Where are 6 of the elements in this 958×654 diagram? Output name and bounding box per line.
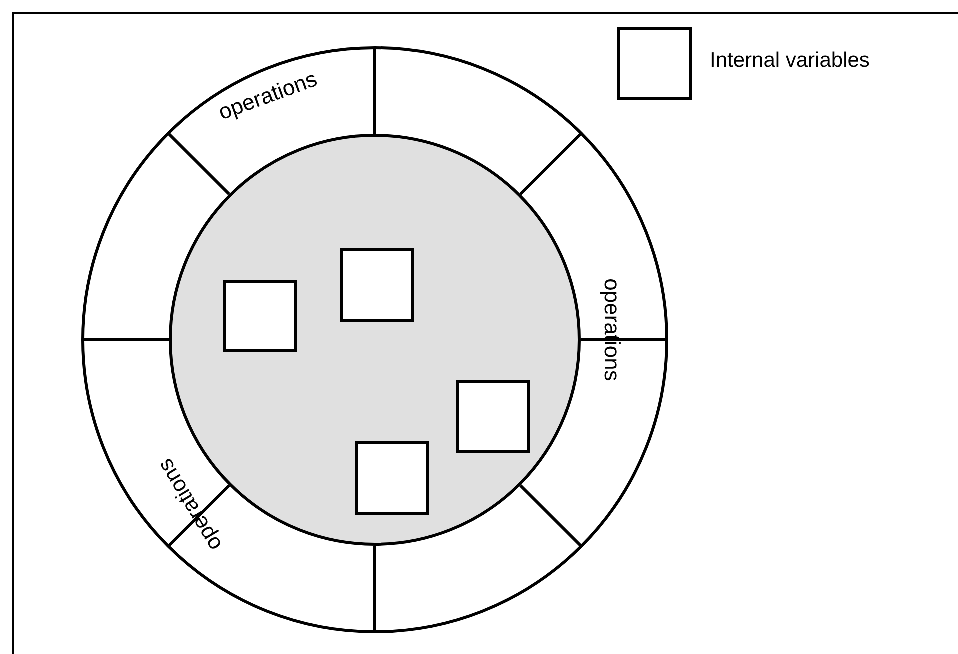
variable-square (355, 441, 429, 515)
variable-square (223, 280, 297, 352)
legend-text: Internal variables (710, 50, 870, 71)
variable-square (456, 380, 530, 453)
variable-square (340, 248, 414, 322)
ring-label: operations (601, 278, 623, 382)
